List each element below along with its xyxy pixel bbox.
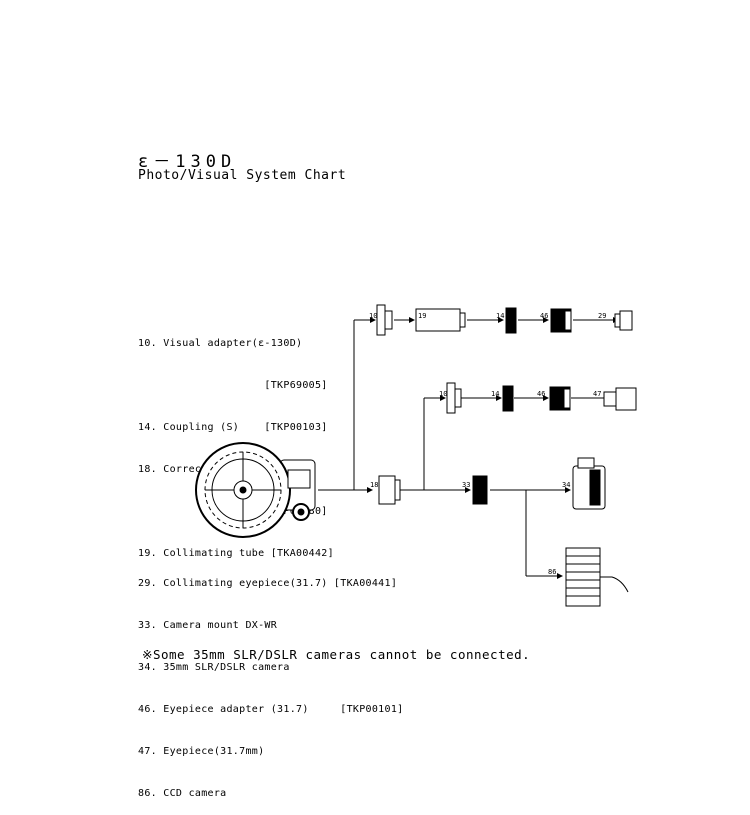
eyepiece-adapter-mid	[549, 386, 571, 411]
coupling-top	[505, 307, 517, 334]
part-label-14-top: 14	[496, 312, 504, 320]
chart-subtitle: Photo/Visual System Chart	[138, 168, 347, 183]
part-label-47: 47	[593, 390, 601, 398]
part-label-19: 19	[418, 312, 426, 320]
eyepiece	[603, 387, 637, 411]
eyepiece-adapter-top	[550, 308, 572, 333]
legend-item: 14. Coupling (S) [TKP00103]	[138, 422, 328, 433]
chart-title: ε－130D	[138, 152, 237, 172]
coupling-mid	[502, 385, 514, 412]
collimating-eyepiece	[614, 310, 633, 331]
part-label-14-mid: 14	[491, 390, 499, 398]
part-labels: 10 19 14 46 29 10 14 46 47 18 33 34 86	[369, 312, 606, 576]
part-label-18: 18	[370, 481, 378, 489]
legend-item: 10. Visual adapter(ε-130D)	[138, 338, 303, 349]
dslr-camera-icon	[572, 457, 606, 510]
legend-item: 46. Eyepiece adapter (31.7) [TKP00101]	[138, 704, 404, 715]
collimating-tube	[415, 308, 466, 332]
part-label-46-top: 46	[540, 312, 548, 320]
part-label-34: 34	[562, 481, 570, 489]
part-label-10-mid: 10	[439, 390, 447, 398]
compatibility-note: ※Some 35mm SLR/DSLR cameras cannot be co…	[142, 647, 531, 662]
telescope-icon	[195, 442, 316, 538]
legend-item: 86. CCD camera	[138, 788, 227, 799]
legend-item: 29. Collimating eyepiece(31.7) [TKA00441…	[138, 578, 398, 589]
legend-item: 34. 35mm SLR/DSLR camera	[138, 662, 290, 673]
visual-adapter-mid	[446, 382, 462, 414]
ccd-camera-icon	[565, 547, 629, 607]
part-label-10-top: 10	[369, 312, 377, 320]
part-label-86: 86	[548, 568, 556, 576]
part-label-29: 29	[598, 312, 606, 320]
corrector-lens	[378, 475, 401, 505]
part-label-46-mid: 46	[537, 390, 545, 398]
visual-adapter-top	[376, 304, 393, 336]
part-label-33: 33	[462, 481, 470, 489]
legend-item: [TKP69005]	[138, 380, 328, 391]
camera-mount	[472, 475, 488, 505]
connection-lines	[318, 317, 619, 579]
system-diagram: 10 19 14 46 29 10 14 46 47 18 33 34 86	[195, 304, 637, 607]
legend-item: 19. Collimating tube [TKA00442]	[138, 548, 334, 559]
legend-item: 33. Camera mount DX-WR	[138, 620, 278, 631]
